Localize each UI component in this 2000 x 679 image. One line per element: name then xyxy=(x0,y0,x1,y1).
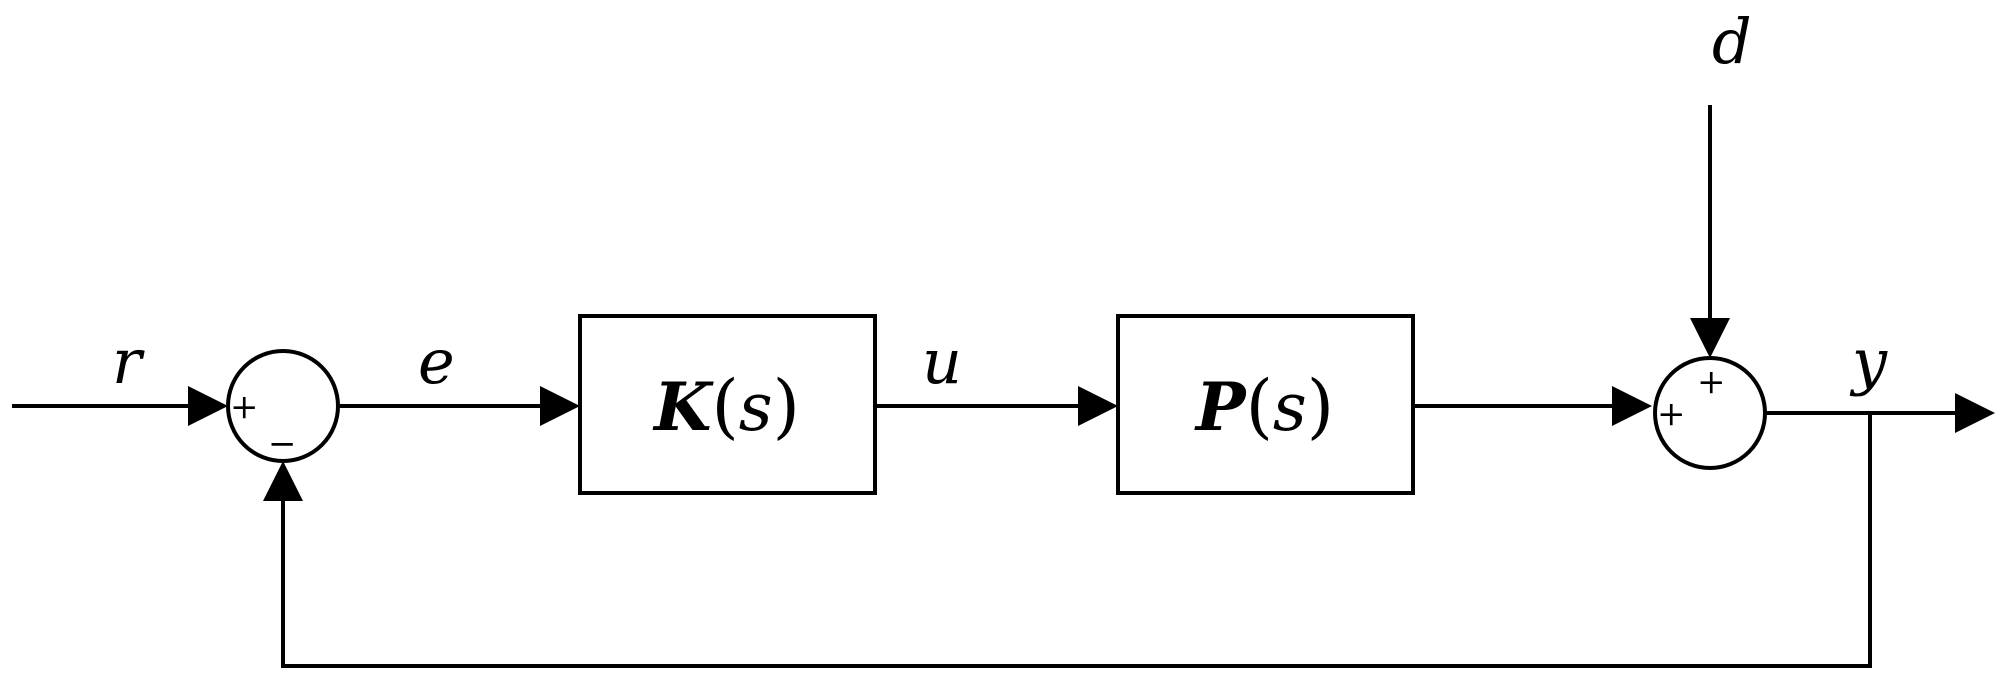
controller-close-paren: ) xyxy=(773,365,800,447)
plant-block-label: P(s) xyxy=(1194,365,1334,447)
controller-argument: s xyxy=(739,369,773,446)
error-arrowhead xyxy=(540,386,580,426)
control-signal-label: u xyxy=(922,325,962,398)
controller-symbol: K xyxy=(652,368,714,446)
controller-open-paren: ( xyxy=(711,365,738,447)
disturbance-junction-left-plus-sign: + xyxy=(1657,394,1686,434)
feedback-junction-minus-sign: − xyxy=(268,424,297,464)
feedback-junction-plus-sign: + xyxy=(230,387,259,427)
reference-signal-label: r xyxy=(112,325,145,398)
feedback-arrowhead xyxy=(263,461,303,501)
disturbance-junction-top-plus-sign: + xyxy=(1697,362,1726,402)
output-signal-label: y xyxy=(1849,325,1888,398)
controller-block-label: K(s) xyxy=(652,365,800,447)
plant-open-paren: ( xyxy=(1246,365,1273,447)
feedback-path-line xyxy=(281,413,1872,668)
control-arrowhead xyxy=(1078,386,1118,426)
plant-argument: s xyxy=(1273,369,1307,446)
plant-close-paren: ) xyxy=(1307,365,1334,447)
disturbance-arrowhead xyxy=(1690,318,1730,358)
disturbance-signal-label: d xyxy=(1712,5,1752,78)
plant-output-arrowhead xyxy=(1612,386,1652,426)
plant-symbol: P xyxy=(1194,368,1248,446)
error-signal-label: e xyxy=(418,325,455,398)
output-arrowhead xyxy=(1955,393,1995,433)
controller-block xyxy=(578,314,877,495)
reference-arrowhead xyxy=(188,386,228,426)
